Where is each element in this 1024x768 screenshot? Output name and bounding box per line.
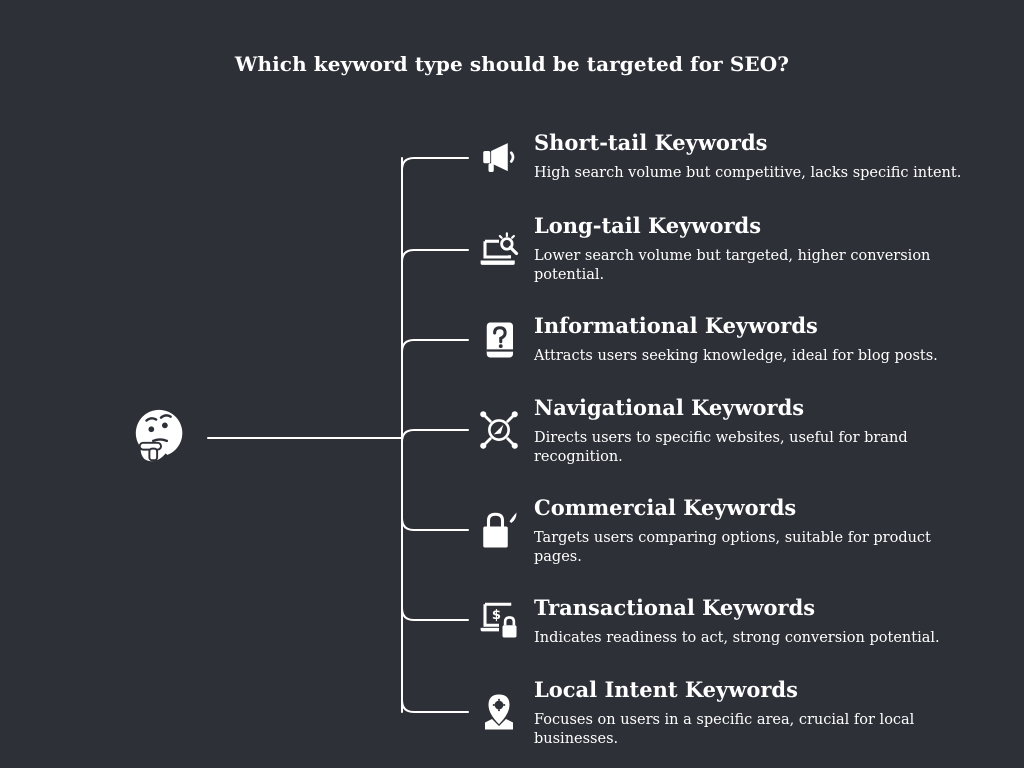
branch-line-2 <box>401 249 469 263</box>
item-navigational: Navigational Keywords Directs users to s… <box>534 395 974 467</box>
branch-line-6 <box>401 607 469 621</box>
branch-line-5 <box>401 517 469 531</box>
item-heading: Navigational Keywords <box>534 395 805 420</box>
question-book-icon <box>486 322 513 358</box>
item-heading: Commercial Keywords <box>534 495 797 520</box>
item-transactional: Transactional Keywords Indicates readine… <box>534 595 974 648</box>
item-description: Focuses on users in a specific area, cru… <box>534 712 915 747</box>
branch-line-3 <box>401 339 469 353</box>
navigation-arrows-icon <box>480 411 518 449</box>
item-commercial: Commercial Keywords Targets users compar… <box>534 495 974 567</box>
item-description: Lower search volume but targeted, higher… <box>534 248 931 283</box>
item-heading: Long-tail Keywords <box>534 213 762 238</box>
svg-text:$: $ <box>492 608 501 623</box>
branch-line-7 <box>401 699 469 713</box>
shopping-bag-icon <box>483 512 517 548</box>
map-pin-icon <box>485 694 513 730</box>
branch-line-1 <box>401 157 469 171</box>
item-local-intent: Local Intent Keywords Focuses on users i… <box>534 677 974 749</box>
item-heading: Local Intent Keywords <box>534 677 798 702</box>
item-long-tail: Long-tail Keywords Lower search volume b… <box>534 213 974 285</box>
item-description: Indicates readiness to act, strong conve… <box>534 630 940 646</box>
item-description: High search volume but competitive, lack… <box>534 165 962 181</box>
item-heading: Short-tail Keywords <box>534 130 768 155</box>
thinking-face-icon <box>135 409 183 465</box>
item-description: Attracts users seeking knowledge, ideal … <box>534 348 938 364</box>
item-description: Directs users to specific websites, usef… <box>534 430 908 465</box>
item-description: Targets users comparing options, suitabl… <box>534 530 931 565</box>
megaphone-icon <box>483 143 515 172</box>
diagram-title: Which keyword type should be targeted fo… <box>234 52 790 76</box>
item-heading: Informational Keywords <box>534 313 818 338</box>
branch-line-4 <box>401 429 469 443</box>
dollar-laptop-lock-icon: $ <box>480 602 517 638</box>
item-heading: Transactional Keywords <box>534 595 816 620</box>
item-short-tail: Short-tail Keywords High search volume b… <box>534 130 974 183</box>
laptop-search-icon <box>480 232 519 265</box>
item-informational: Informational Keywords Attracts users se… <box>534 313 974 366</box>
